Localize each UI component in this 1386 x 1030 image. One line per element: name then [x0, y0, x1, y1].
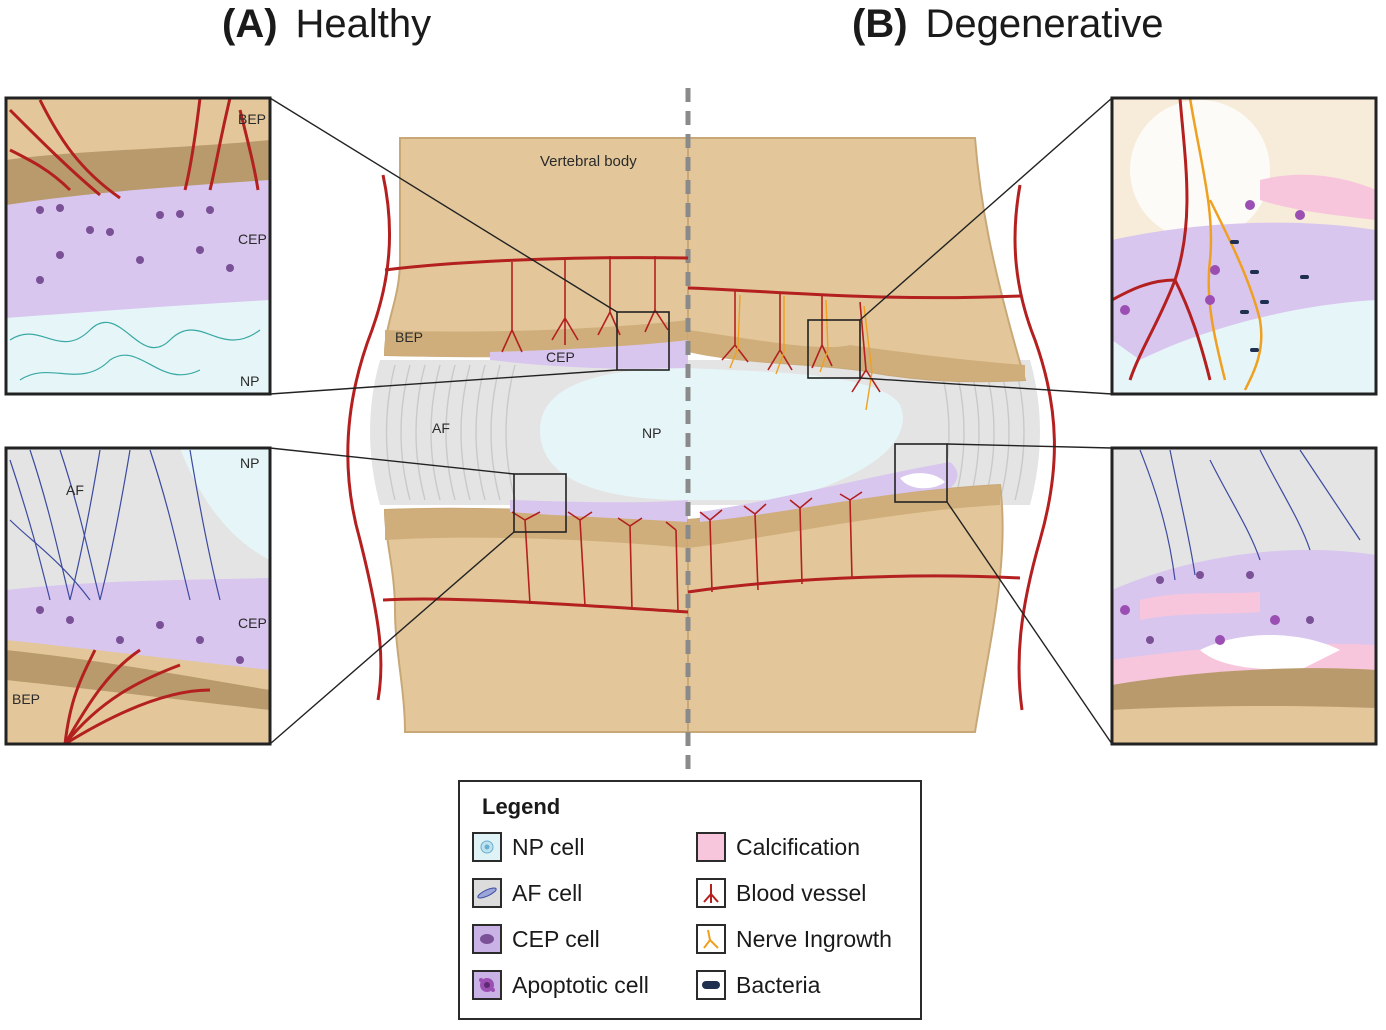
- label-vertebral-body: Vertebral body: [540, 153, 637, 170]
- label-cep-inset-tl: CEP: [238, 231, 267, 247]
- legend-item-calcification: Calcification: [696, 832, 860, 862]
- legend-label-nerve-ingrowth: Nerve Ingrowth: [736, 925, 892, 952]
- label-bep-inset-tl: BEP: [238, 111, 266, 127]
- nerve-ingrowth-icon: [696, 924, 726, 954]
- inset-healthy-endplate: BEP CEP NP: [6, 98, 270, 394]
- panel-a-title: (A) Healthy: [222, 2, 431, 47]
- label-cep-spine: CEP: [546, 349, 575, 365]
- legend-item-apoptotic-cell: Apoptotic cell: [472, 970, 649, 1000]
- capillaries-lower-right: [699, 491, 863, 593]
- nerves-upper-right: [729, 294, 873, 411]
- label-af-inset-bl: AF: [66, 482, 84, 498]
- apoptotic-cell-icon: [472, 970, 502, 1000]
- legend-label-calcification: Calcification: [736, 833, 860, 860]
- inset-connectors: [269, 97, 1113, 745]
- lower-cep-left: [510, 500, 688, 522]
- lower-bep-left: [385, 508, 688, 548]
- legend-item-bacteria: Bacteria: [696, 970, 820, 1000]
- upper-cep-left: [490, 340, 688, 369]
- inset-marker-lower-left: [513, 473, 567, 533]
- legend-label-blood-vessel: Blood vessel: [736, 879, 867, 906]
- inset-marker-upper-left: [616, 311, 670, 371]
- legend-label-cep-cell: CEP cell: [512, 925, 600, 952]
- legend-label-af-cell: AF cell: [512, 879, 583, 906]
- panel-b-text: Degenerative: [925, 2, 1164, 46]
- legend-item-nerve-ingrowth: Nerve Ingrowth: [696, 924, 892, 954]
- blood-vessel-icon: [696, 878, 726, 908]
- panel-a-text: Healthy: [295, 2, 432, 46]
- panel-a-letter: (A): [222, 2, 278, 46]
- inset-degenerative-endplate: [1112, 98, 1376, 394]
- panel-b-title: (B) Degenerative: [852, 2, 1163, 47]
- calcification-central: [900, 473, 945, 489]
- label-bep-spine: BEP: [395, 329, 423, 345]
- label-np-inset-tl: NP: [240, 373, 259, 389]
- upper-bep-right: [688, 330, 1025, 382]
- label-bep-inset-bl: BEP: [12, 691, 40, 707]
- calcification-icon: [696, 832, 726, 862]
- af-cell-icon: [472, 878, 502, 908]
- legend-label-np-cell: NP cell: [512, 833, 585, 860]
- inset-marker-upper-right: [807, 319, 861, 379]
- label-np-inset-bl: NP: [240, 455, 259, 471]
- legend-title: Legend: [482, 794, 561, 819]
- legend-item-np-cell: NP cell: [472, 832, 584, 862]
- lower-bep-right: [688, 485, 1000, 548]
- legend: Legend NP cell AF cell CEP cell Apoptoti…: [458, 780, 922, 1020]
- legend-label-apoptotic-cell: Apoptotic cell: [512, 971, 649, 998]
- central-spine: Vertebral body BEP CEP AF NP: [269, 88, 1113, 775]
- nucleus-pulposus: [540, 368, 688, 500]
- legend-item-af-cell: AF cell: [472, 878, 582, 908]
- nucleus-pulposus-degen: [688, 368, 903, 500]
- label-af-spine: AF: [432, 420, 450, 436]
- inset-healthy-af-cep: AF NP CEP BEP: [6, 448, 270, 744]
- inset-marker-lower-right: [894, 443, 948, 503]
- label-np-spine: NP: [642, 425, 661, 441]
- legend-label-bacteria: Bacteria: [736, 971, 821, 998]
- np-cell-icon: [472, 832, 502, 862]
- lower-cep-right: [700, 462, 958, 522]
- upper-vertebra-left: [383, 137, 689, 357]
- legend-item-blood-vessel: Blood vessel: [696, 878, 866, 908]
- capillaries-lower-left: [511, 511, 679, 613]
- label-cep-inset-bl: CEP: [238, 615, 267, 631]
- capillaries-upper-left: [501, 256, 669, 353]
- cep-cell-icon: [472, 924, 502, 954]
- bacteria-icon: [696, 970, 726, 1000]
- legend-item-cep-cell: CEP cell: [472, 924, 600, 954]
- inset-degenerative-af-cep: [1112, 448, 1376, 744]
- panel-b-letter: (B): [852, 2, 908, 46]
- capillaries-upper-right: [721, 290, 881, 393]
